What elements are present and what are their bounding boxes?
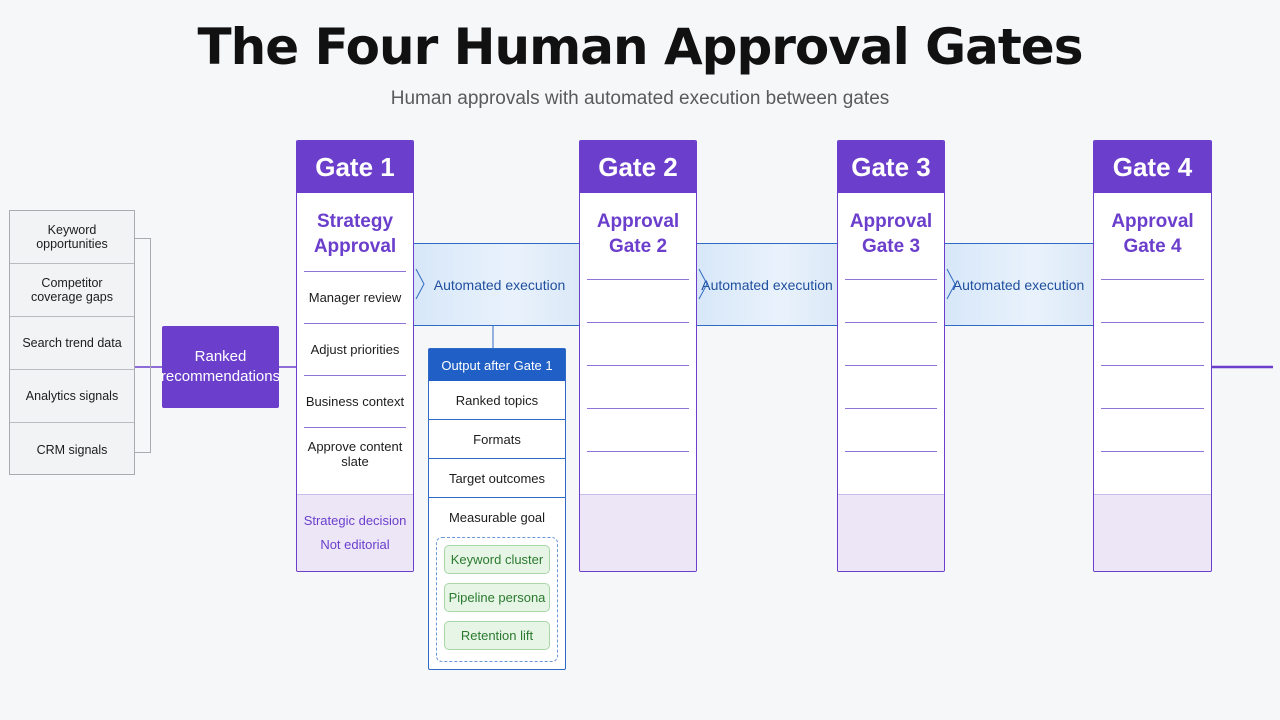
input-item: Competitor coverage gaps [10, 264, 134, 317]
gate-name-line: Approval [849, 211, 933, 232]
gate-name: Approval Gate 3 [838, 209, 944, 279]
gate-empty-row [1101, 451, 1204, 494]
output-tags-group: Keyword cluster Pipeline persona Retenti… [436, 537, 558, 662]
input-item: CRM signals [36, 442, 108, 457]
output-row: Ranked topics [429, 381, 565, 420]
input-item: Search trend data [10, 317, 134, 370]
gate-empty-row [845, 322, 937, 365]
automated-execution-band-1: Automated execution [412, 243, 581, 326]
output-tag: Keyword cluster [444, 545, 550, 574]
gate-row: Approve content slate [304, 427, 406, 479]
gate-empty-row [845, 408, 937, 451]
gate-label: Gate 3 [838, 141, 944, 193]
gate-rows: Manager review Adjust priorities Busines… [297, 271, 413, 479]
output-row: Measurable goal [448, 510, 546, 525]
chevron-right-icon [946, 268, 956, 299]
automated-execution-band-3: Automated execution [943, 243, 1094, 326]
gate-name: Strategy Approval [297, 209, 413, 271]
gate-footer [838, 494, 944, 571]
gate-empty-row [587, 322, 689, 365]
gate-empty-row [845, 279, 937, 322]
gate-3-card: Gate 3 Approval Gate 3 [837, 140, 945, 572]
chevron-right-icon [415, 268, 425, 299]
output-row: Target outcomes [429, 459, 565, 498]
gate-name-line: Approval [1111, 211, 1194, 232]
gate-empty-row [1101, 322, 1204, 365]
gate-footer-line: Not editorial [320, 537, 390, 552]
input-item: Keyword opportunities [10, 211, 134, 264]
gate-empty-row [587, 365, 689, 408]
gate-footer [1094, 494, 1211, 571]
output-tag: Pipeline persona [444, 583, 550, 612]
gate-4-card: Gate 4 Approval Gate 4 [1093, 140, 1212, 572]
output-after-gate-1-panel: Output after Gate 1 Ranked topics Format… [428, 348, 566, 670]
input-signals-list: Keyword opportunities Competitor coverag… [9, 210, 135, 475]
output-row: Formats [429, 420, 565, 459]
gate-rows [580, 279, 696, 494]
gate-empty-row [1101, 279, 1204, 322]
gate-label: Gate 2 [580, 141, 696, 193]
gate-row: Business context [304, 375, 406, 427]
gate-name-line: Gate 2 [608, 236, 668, 257]
band-label: Automated execution [701, 276, 833, 293]
chevron-right-icon [698, 268, 708, 299]
input-item: Analytics signals [10, 370, 134, 423]
page-subtitle: Human approvals with automated execution… [390, 88, 890, 109]
gate-footer [580, 494, 696, 571]
gate-footer-line: Strategic decision [303, 513, 407, 528]
band-label: Automated execution [952, 276, 1085, 293]
gate-rows [838, 279, 944, 494]
gate-name-line: Approval [596, 211, 680, 232]
ranked-recommendations-box: Ranked recommendations [161, 326, 280, 408]
gate-empty-row [1101, 408, 1204, 451]
gate-label: Gate 1 [297, 141, 413, 193]
gate-empty-row [587, 279, 689, 322]
gate-rows [1094, 279, 1211, 494]
gate-empty-row [845, 451, 937, 494]
band-label: Automated execution [433, 276, 566, 293]
gate-label: Gate 4 [1094, 141, 1211, 193]
output-tag: Retention lift [444, 621, 550, 650]
gate-name-line: Approval [313, 236, 397, 257]
gate-name-line: Gate 4 [1123, 236, 1182, 257]
gate-footer: Strategic decision Not editorial [297, 494, 413, 571]
gate-empty-row [587, 408, 689, 451]
gate-1-card: Gate 1 Strategy Approval Manager review … [296, 140, 414, 572]
gate-empty-row [587, 451, 689, 494]
gate-row: Manager review [304, 271, 406, 323]
page-title: The Four Human Approval Gates [197, 18, 1084, 76]
gate-2-card: Gate 2 Approval Gate 2 [579, 140, 697, 572]
inputs-bracket [134, 238, 151, 453]
gate-row: Adjust priorities [304, 323, 406, 375]
gate-empty-row [1101, 365, 1204, 408]
gate-empty-row [845, 365, 937, 408]
gate-name-line: Gate 3 [861, 236, 921, 257]
automated-execution-band-2: Automated execution [695, 243, 839, 326]
gate-name: Approval Gate 4 [1094, 209, 1211, 279]
output-title: Output after Gate 1 [429, 349, 565, 381]
gate-name-line: Strategy [316, 211, 394, 232]
gate-name: Approval Gate 2 [580, 209, 696, 279]
